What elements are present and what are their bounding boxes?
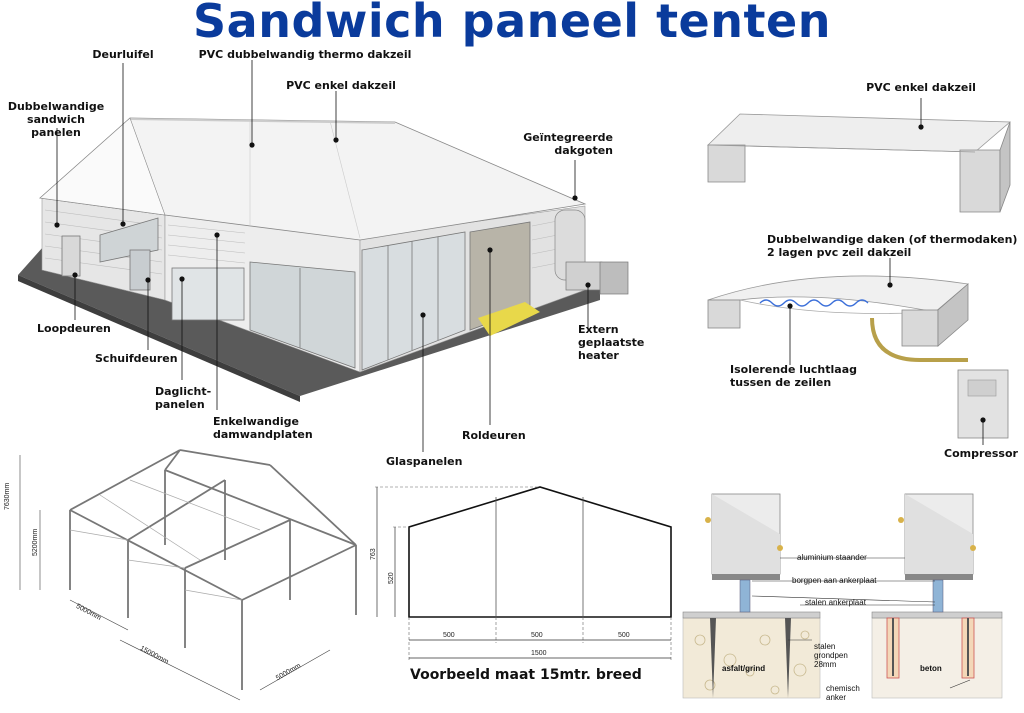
anchor-ankerplaat: stalen ankerplaat	[805, 598, 866, 607]
label-schuifdeuren: Schuifdeuren	[95, 352, 178, 365]
tent-illustration	[18, 117, 629, 402]
label-enkelwandige: Enkelwandige damwandplaten	[213, 415, 313, 441]
label-compressor: Compressor	[944, 447, 1018, 460]
roof-single-illustration	[707, 113, 1012, 213]
profile-bay-2: 500	[531, 632, 543, 639]
profile-h-total: 763	[370, 548, 377, 560]
roof-double-illustration	[707, 275, 1009, 439]
label-pvc-enkel: PVC enkel dakzeil	[286, 79, 396, 92]
page-title: Sandwich paneel tenten	[193, 0, 831, 48]
profile-bay-3: 500	[618, 632, 630, 639]
anchor-beton: beton	[920, 664, 942, 673]
label-glaspanelen: Glaspanelen	[386, 455, 463, 468]
anchor-staander: aluminium staander	[797, 553, 867, 562]
label-loopdeuren: Loopdeuren	[37, 322, 111, 335]
frame-illustration	[69, 449, 357, 690]
anchor-borgpen: borgpen aan ankerplaat	[792, 576, 877, 585]
label-dubbelwandige-daken: Dubbelwandige daken (of thermodaken)	[767, 233, 1018, 246]
profile-h-wall: 520	[388, 572, 395, 584]
profile-bay-1: 500	[443, 632, 455, 639]
anchor-asfalt: asfalt/grind	[722, 664, 766, 673]
label-daglicht: Daglicht-panelen	[155, 385, 212, 411]
dim-7630: 7630mm	[4, 482, 11, 510]
label-deurluifel: Deurluifel	[92, 48, 154, 61]
label-2-lagen: 2 lagen pvc zeil dakzeil	[767, 246, 912, 259]
anchor-leader-lines	[751, 557, 971, 689]
label-pvc-dubbelwandig: PVC dubbelwandig thermo dakzeil	[198, 48, 412, 61]
label-isolerende: Isolerende luchtlaag tussen de zeilen	[730, 363, 858, 389]
label-roof-pvc-enkel: PVC enkel dakzeil	[866, 81, 976, 94]
anchor-chemisch: chemisch anker	[826, 684, 860, 702]
anchor-grondpen: stalen grondpen 28mm	[814, 642, 848, 669]
anchor-concrete	[871, 493, 1003, 699]
profile-drawing	[375, 486, 672, 662]
frame-dimension-lines	[19, 455, 331, 701]
anchor-asphalt	[682, 493, 821, 699]
label-roldeuren: Roldeuren	[462, 429, 526, 442]
profile-caption: Voorbeeld maat 15mtr. breed	[410, 667, 642, 683]
dim-5200: 5200mm	[32, 528, 39, 556]
label-dubbelwandige-panelen: Dubbelwandige sandwich panelen	[7, 100, 105, 139]
tent-leader-dots	[54, 137, 591, 318]
label-heater: Extern geplaatste heater	[578, 323, 645, 362]
label-dakgoten: Geïntegreerde dakgoten	[523, 131, 613, 157]
tent-leader-lines	[56, 60, 589, 452]
profile-total: 1500	[531, 650, 547, 657]
